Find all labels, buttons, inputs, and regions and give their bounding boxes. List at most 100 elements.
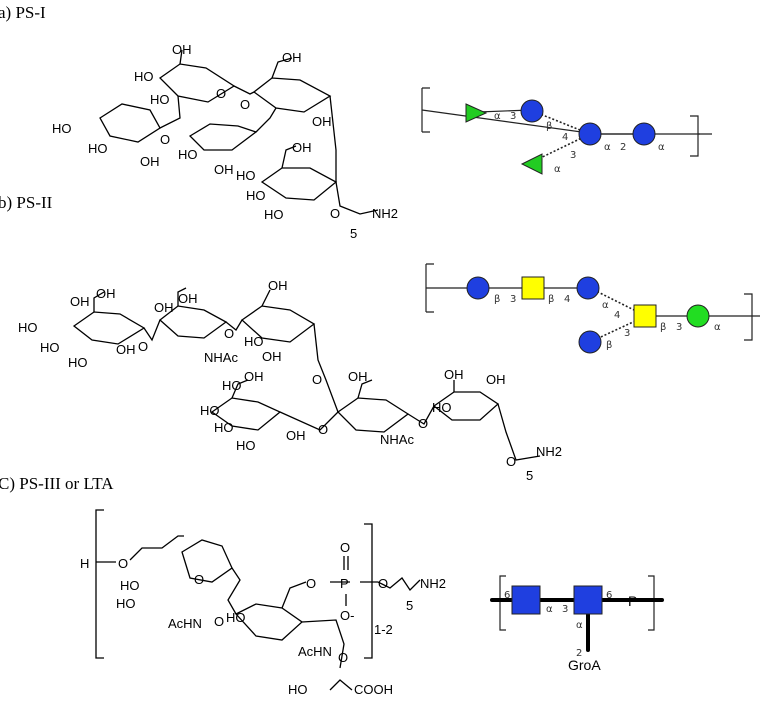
- ps2-oh-3: OH: [154, 300, 174, 315]
- ps2-ho-3: HO: [68, 355, 88, 370]
- ps2-link-beta-2: β: [548, 294, 554, 305]
- lta-link-6b: 6: [606, 590, 612, 601]
- ps1-link-4: 4: [562, 132, 568, 143]
- fucose-triangle-2: [520, 153, 543, 175]
- fucose-triangle-1: [465, 103, 488, 123]
- lta-glcnac-1: [511, 585, 541, 615]
- ps2-o-linker: O: [506, 454, 516, 469]
- ps2-glc-2: [576, 276, 600, 300]
- ps1-link-alpha-2: α: [554, 164, 561, 175]
- ps2-oh-10: OH: [444, 367, 464, 382]
- lta-cooh: COOH: [354, 682, 393, 697]
- ps1-o-2: O: [160, 132, 170, 147]
- lta-ho-3: HO: [226, 610, 246, 625]
- lta-ho-1: HO: [120, 578, 140, 593]
- ps1-link-alpha-3: α: [604, 142, 611, 153]
- ps1-link-alpha-4: α: [658, 142, 665, 153]
- ps2-nhac-1: NHAc: [204, 350, 238, 365]
- ps2-oh-4: OH: [178, 291, 198, 306]
- ps2-o-3: O: [312, 372, 322, 387]
- ps1-ho-11: HO: [264, 207, 284, 222]
- ps2-o-5: O: [418, 416, 428, 431]
- lta-o-minus: O-: [340, 608, 354, 623]
- ps2-galnac-2: [633, 304, 657, 328]
- lta-p: P: [340, 576, 349, 591]
- lta-achn-1: AcHN: [168, 616, 202, 631]
- ps1-link-alpha-1: α: [494, 111, 501, 122]
- lta-link-2: 2: [576, 648, 582, 659]
- ps2-glc-3: [578, 330, 602, 354]
- lta-glycerol: GroA: [568, 657, 601, 673]
- ps2-nh2: NH2: [536, 444, 562, 459]
- glucose-circle-3: [632, 122, 656, 146]
- ps2-galnac-1: [521, 276, 545, 300]
- ps1-ho-3: HO: [150, 92, 170, 107]
- ps2-link-4b: 4: [614, 310, 620, 321]
- ps1-o-linker: O: [330, 206, 340, 221]
- ps1-ho-7: HO: [178, 147, 198, 162]
- ps2-oh-6: OH: [116, 342, 136, 357]
- ps1-oh-6: OH: [140, 154, 160, 169]
- ps1-oh-top-right: OH: [282, 50, 302, 65]
- ps2-ho-7: HO: [214, 420, 234, 435]
- lta-link-alpha-2: α: [576, 620, 583, 631]
- lta-o-ring1: O: [194, 572, 204, 587]
- panel-c-title: C) PS-III or LTA: [0, 474, 114, 493]
- ps2-link-4a: 4: [564, 294, 570, 305]
- lta-glcnac-2: [573, 585, 603, 615]
- ps1-snfg: [421, 87, 712, 175]
- lta-link-alpha-1: α: [546, 604, 553, 615]
- lta-repeat: 1-2: [374, 622, 393, 637]
- lta-chemical-structure: [95, 509, 421, 691]
- lta-o-2: O: [306, 576, 316, 591]
- ps2-ho-6: HO: [200, 403, 220, 418]
- ps1-five: 5: [350, 226, 357, 241]
- ps1-link-3a: 3: [510, 111, 516, 122]
- ps1-link-2: 2: [620, 142, 626, 153]
- ps1-link-3b: 3: [570, 150, 576, 161]
- ps1-ho-2: HO: [52, 121, 72, 136]
- ps1-o-3: O: [240, 97, 250, 112]
- ps2-nhac-2: NHAc: [380, 432, 414, 447]
- ps2-oh-5: OH: [268, 278, 288, 293]
- lta-o-1: O: [118, 556, 128, 571]
- ps2-link-3c: 3: [624, 328, 630, 339]
- ps2-snfg: [425, 263, 760, 354]
- glucose-circle-1: [520, 99, 544, 123]
- lta-phosphate: P: [628, 593, 637, 609]
- lta-o-link: O: [214, 614, 224, 629]
- ps2-o-2: O: [224, 326, 234, 341]
- ps2-oh-12: OH: [286, 428, 306, 443]
- lta-link-6a: 6: [504, 590, 510, 601]
- ps1-oh-8: OH: [214, 162, 234, 177]
- lta-snfg: [490, 575, 664, 652]
- lta-h: H: [80, 556, 89, 571]
- ps1-ho-10: HO: [246, 188, 266, 203]
- ps2-ho-1: HO: [18, 320, 38, 335]
- lta-five: 5: [406, 598, 413, 613]
- ps2-oh-9: OH: [348, 369, 368, 384]
- ps2-oh-11: OH: [486, 372, 506, 387]
- ps2-link-beta-3: β: [660, 322, 666, 333]
- ps2-link-3a: 3: [510, 294, 516, 305]
- ps2-oh-2: OH: [96, 286, 116, 301]
- ps2-link-alpha-1: α: [602, 300, 609, 311]
- ps2-five: 5: [526, 468, 533, 483]
- ps2-oh-1: OH: [70, 294, 90, 309]
- panel-b-title: b) PS-II: [0, 193, 53, 212]
- ps2-glc-1: [466, 276, 490, 300]
- lta-o-double: O: [340, 540, 350, 555]
- lta-ho-2: HO: [116, 596, 136, 611]
- ps2-ho-8: HO: [236, 438, 256, 453]
- ps1-oh-top: OH: [172, 42, 192, 57]
- ps1-ho-5: HO: [88, 141, 108, 156]
- panel-a-title: a) PS-I: [0, 3, 46, 22]
- ps1-chemical-structure: [99, 49, 379, 215]
- ps2-ho-4: HO: [244, 334, 264, 349]
- ps2-ho-5: HO: [222, 378, 242, 393]
- ps1-ho-1: HO: [134, 69, 154, 84]
- ps2-oh-7: OH: [262, 349, 282, 364]
- lta-nh2: NH2: [420, 576, 446, 591]
- ps1-ho-9: HO: [236, 168, 256, 183]
